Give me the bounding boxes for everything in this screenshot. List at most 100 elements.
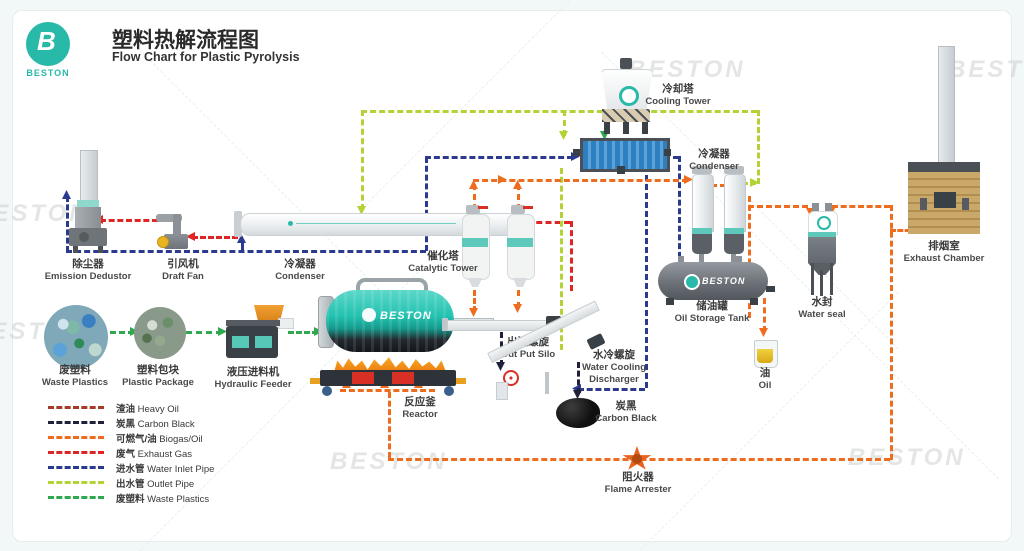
arrow-right-icon — [218, 327, 227, 336]
catalytic-tower-valve — [523, 206, 533, 209]
water-pool-drain — [617, 166, 625, 174]
reactor-body — [326, 290, 454, 352]
pipe-outlet — [560, 168, 563, 350]
pipe-biogas-oil — [748, 196, 751, 318]
pipe-outlet — [361, 110, 757, 113]
arrow-left-icon — [186, 232, 195, 241]
pipe-biogas-oil — [832, 205, 890, 208]
legend-row-exhaust-gas: 废气 Exhaust Gas — [48, 446, 308, 460]
arrow-down-icon — [496, 362, 505, 371]
condenser-v-cap — [724, 166, 744, 174]
pipe-outlet — [757, 110, 760, 184]
plastic-package-photo — [134, 307, 186, 359]
legend-label-cn: 炭黑 — [116, 419, 136, 430]
feeder-window — [255, 336, 272, 348]
legend-label-en: Exhaust Gas — [137, 449, 193, 460]
condenser-v-cap — [692, 166, 712, 174]
label-hydraulic-feeder: 液压进料机 Hydraulic Feeder — [214, 366, 292, 391]
exhaust-chamber-top — [908, 162, 980, 172]
legend-line-biogas-oil — [48, 436, 104, 439]
reactor-logo-icon — [362, 308, 376, 322]
pipe-exhaust-gas — [527, 221, 570, 224]
feeder-hopper — [254, 305, 284, 322]
condenser-h-flange — [234, 211, 242, 237]
pipe-biogas-oil — [473, 184, 476, 210]
pipe-waste-plastics — [110, 331, 134, 334]
label-condenser-v: 冷凝器 Condenser — [689, 148, 739, 173]
reactor-fuel-elbow — [310, 378, 320, 384]
catalytic-tower-cap — [511, 205, 525, 214]
legend-label-cn: 渣油 — [116, 404, 136, 415]
pipe-biogas-oil-burner-manifold — [340, 389, 435, 392]
pipe-water-inlet — [645, 166, 648, 388]
dedustor-teal-band — [77, 200, 99, 207]
legend-label-en: Biogas/Oil — [159, 434, 203, 445]
condenser-v-stem — [731, 254, 736, 264]
pipe-water-inlet — [662, 156, 679, 159]
tank-logo-icon — [684, 274, 700, 290]
label-reactor: 反应釜 Reactor — [402, 396, 438, 421]
condenser-v-band — [692, 228, 712, 234]
pipe-exhaust-gas — [192, 236, 238, 239]
draft-fan-motor — [157, 236, 169, 248]
cooling-tower-leg — [623, 122, 629, 134]
draft-fan-duct — [156, 214, 182, 222]
dedustor-leg — [73, 246, 78, 253]
label-cooling-tower: 冷却塔 Cooling Tower — [645, 83, 711, 108]
legend-row-waste-plastics: 废塑料 Waste Plastics — [48, 491, 308, 505]
water-pool-valve — [573, 149, 580, 156]
discharger-inlet — [496, 382, 508, 400]
reactor-logo-text: BESTON — [380, 310, 432, 322]
legend-label-cn: 进水管 — [116, 464, 145, 475]
label-catalytic-tower: 催化塔 Catalytic Tower — [408, 250, 478, 275]
pipe-water-inlet — [425, 156, 573, 159]
pipe-biogas-oil — [388, 392, 391, 458]
feeder-top-bar — [226, 320, 280, 326]
pipe-waste-plastics — [288, 331, 318, 334]
condenser-h-logo-dot — [288, 221, 293, 226]
oil-liquid — [757, 349, 773, 363]
reactor-fuel-elbow — [456, 378, 466, 384]
carbon-black-pile — [556, 398, 600, 428]
draft-fan-duct — [173, 214, 181, 238]
arrow-down-icon — [759, 328, 768, 337]
condenser-h-teal-line — [296, 223, 456, 224]
pipe-carbon-black — [577, 362, 580, 394]
tank-nub — [736, 256, 742, 263]
reactor-burner — [392, 372, 414, 384]
arrow-down-icon — [469, 308, 478, 317]
arrow-right-icon — [750, 178, 759, 187]
tank-outlet-valve — [766, 286, 775, 292]
legend-line-water-inlet — [48, 466, 104, 469]
legend-line-heavy-oil — [48, 406, 104, 409]
label-oil-storage-tank: 储油罐 Oil Storage Tank — [674, 300, 750, 325]
beston-logo-icon: B — [26, 22, 70, 66]
water-seal-body — [808, 237, 836, 263]
legend-label-cn: 可燃气/油 — [116, 434, 157, 445]
legend-label-en: Waste Plastics — [147, 494, 210, 505]
cooling-tower-logo-icon — [619, 86, 639, 106]
pipe-exhaust-gas — [570, 221, 573, 291]
pipe-biogas-oil — [473, 290, 476, 312]
beston-watermark: BESTON — [330, 448, 448, 475]
arrow-right-icon — [498, 175, 507, 184]
condenser-v-body — [724, 174, 746, 232]
label-emission-dedustor: 除尘器 Emission Dedustor — [44, 258, 132, 283]
reactor-burner — [352, 372, 374, 384]
pipe-biogas-oil — [890, 229, 918, 232]
exhaust-chamber-fitting — [962, 198, 969, 210]
beston-watermark: BESTON — [948, 56, 1024, 83]
pipe-oil-outlet — [763, 298, 766, 332]
waste-plastics-photo — [44, 305, 108, 369]
water-seal-leg — [820, 270, 823, 296]
legend-line-exhaust-gas — [48, 451, 104, 454]
legend-line-outlet-pipe — [48, 481, 104, 484]
beston-watermark: BESTON — [0, 200, 90, 227]
dedustor-port — [79, 232, 89, 242]
arrow-up-icon — [62, 190, 71, 199]
pipe-outlet — [563, 110, 566, 136]
pipe-outlet — [361, 110, 364, 210]
pipe-water-inlet — [578, 388, 645, 391]
pipe-biogas-oil — [702, 184, 726, 187]
water-seal-inlet — [825, 203, 832, 211]
